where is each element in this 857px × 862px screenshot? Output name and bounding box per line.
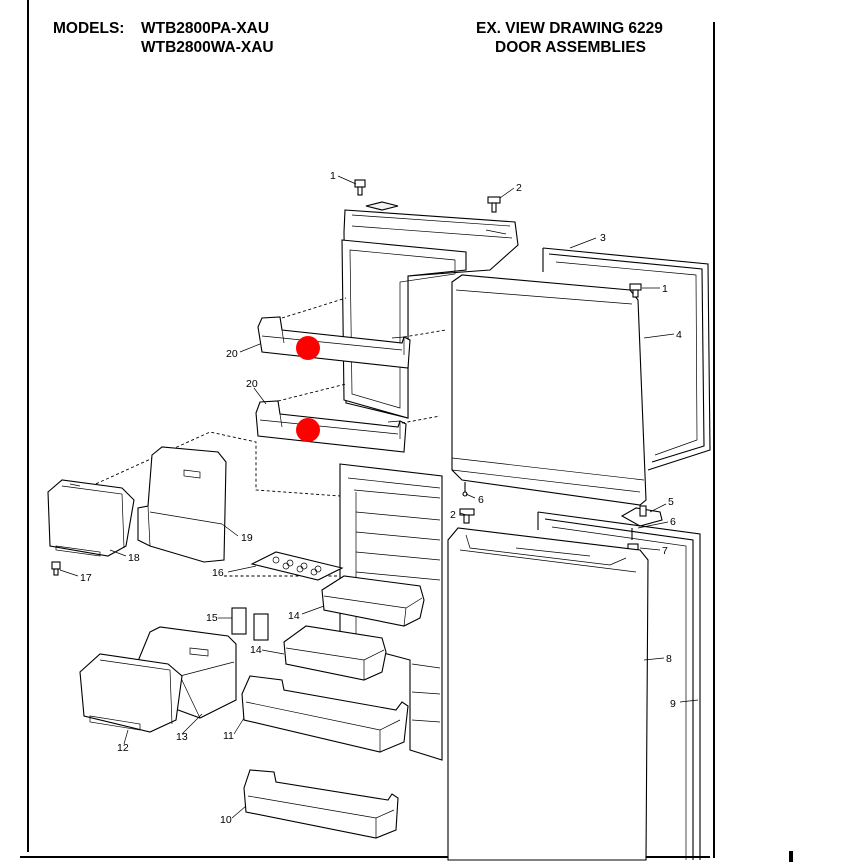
callout-19: 19 (241, 532, 253, 544)
freezer-door-panel (451, 274, 647, 506)
callout-5: 5 (668, 496, 674, 508)
callout-11: 11 (223, 730, 234, 742)
door-shelf-10 (243, 769, 399, 839)
callout-leaders (59, 175, 699, 819)
callout-14-upper: 14 (288, 610, 300, 622)
hinge-pin-top (354, 179, 366, 196)
fresh-food-door-gasket (537, 511, 701, 860)
callout-1-right: 1 (662, 283, 668, 295)
callout-12: 12 (117, 742, 129, 754)
drawing-title: EX. VIEW DRAWING 6229 (476, 20, 663, 37)
lower-door-shelf (255, 400, 407, 453)
callout-numbers: 1 2 3 1 4 20 20 19 18 17 16 6 5 2 6 7 14… (80, 170, 682, 826)
highlight-marker-lower-door-shelf (296, 418, 320, 442)
hinge-pin-right (629, 283, 642, 298)
drawing-subtitle: DOOR ASSEMBLIES (495, 39, 646, 56)
callout-7: 7 (662, 545, 668, 557)
callout-17: 17 (80, 572, 92, 584)
callout-2-top: 2 (516, 182, 522, 194)
callout-20-upper: 20 (226, 348, 238, 360)
callout-16: 16 (212, 567, 224, 579)
callout-15: 15 (206, 612, 218, 624)
frame-bottom-rule (20, 856, 710, 858)
shelf-clips-15 (231, 607, 269, 641)
callout-4: 4 (676, 329, 682, 341)
screw-upper (462, 482, 468, 497)
frame-right-rule (713, 22, 715, 858)
upper-door-shelf (257, 316, 411, 369)
hinge-cap-middle (459, 508, 475, 524)
model-number-2: WTB2800WA-XAU (141, 39, 274, 56)
highlight-marker-upper-door-shelf (296, 336, 320, 360)
callout-9: 9 (670, 698, 676, 710)
callout-8: 8 (666, 653, 672, 665)
callout-3: 3 (600, 232, 606, 244)
utility-bin-19 (137, 446, 227, 563)
models-label: MODELS: (53, 20, 125, 37)
door-tray-14-lower (283, 625, 387, 681)
freezer-door-gasket (542, 247, 711, 471)
callout-1-top: 1 (330, 170, 336, 182)
callout-6-upper: 6 (478, 494, 484, 506)
frame-corner-tick (789, 851, 793, 862)
callout-10: 10 (220, 814, 232, 826)
callout-6-lower: 6 (670, 516, 676, 528)
hinge-cap-top (487, 196, 501, 213)
egg-tray-16 (250, 551, 344, 581)
model-number-1: WTB2800PA-XAU (141, 20, 270, 37)
fresh-food-door-panel (447, 527, 649, 861)
callout-2-middle: 2 (450, 509, 456, 521)
dairy-bin-18 (47, 479, 135, 557)
callout-14-lower: 14 (250, 644, 262, 656)
retainer-clip-17 (51, 561, 61, 576)
callout-18: 18 (128, 552, 140, 564)
callout-13: 13 (176, 731, 188, 743)
door-bin-12 (79, 653, 183, 733)
frame-left-rule (27, 0, 29, 852)
door-tray-14-upper (321, 575, 425, 627)
callout-20-lower: 20 (246, 378, 258, 390)
door-shelf-11 (241, 675, 409, 753)
